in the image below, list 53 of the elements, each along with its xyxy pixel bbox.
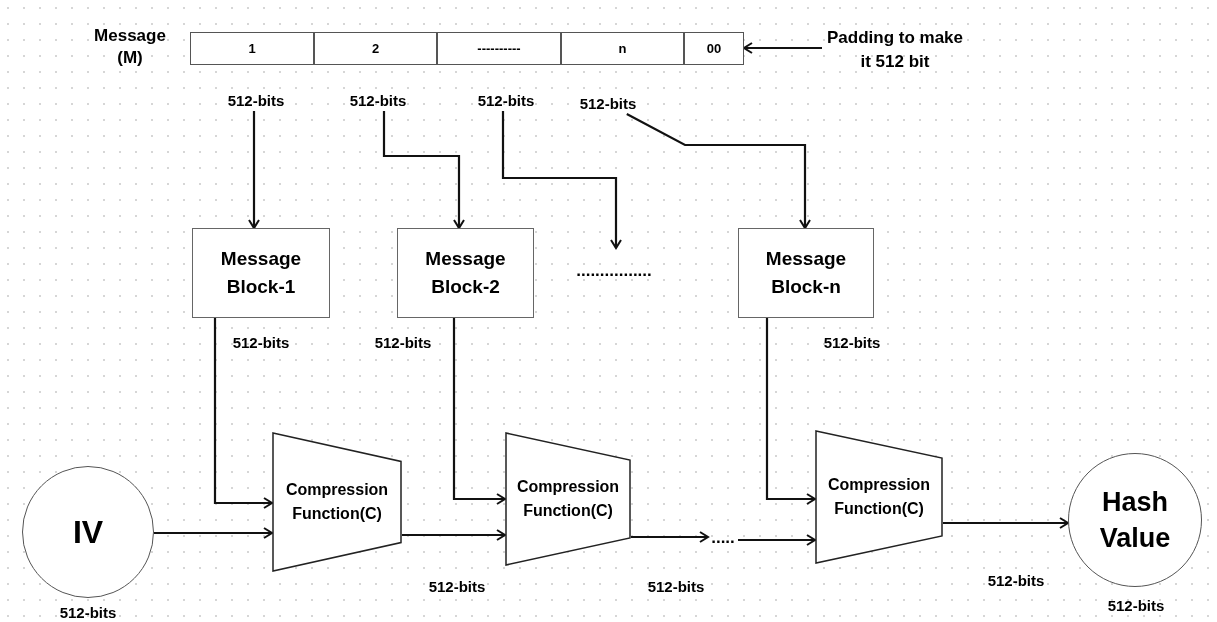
arrow [765, 318, 816, 505]
arrow [631, 531, 709, 543]
arrow [501, 111, 622, 249]
arrow [382, 111, 465, 229]
compression-trapezoid [815, 430, 943, 564]
node-text: 00 [706, 39, 722, 58]
node-text: Message Block-2 [424, 247, 507, 299]
message-cell [561, 32, 684, 65]
diagram-label: 512-bits [987, 571, 1045, 591]
node-text: Compression Function(C) [515, 477, 621, 521]
node-text: Message Block-n [764, 247, 848, 299]
annotation-text: Padding to make it 512 bit [822, 25, 968, 75]
arrow [154, 527, 273, 539]
arrow [402, 529, 506, 541]
message-block-box [192, 228, 330, 318]
arrow [626, 113, 811, 229]
diagram-label: 512-bits [428, 577, 486, 597]
node-text: n [618, 39, 627, 58]
node-text: Compression Function(C) [826, 475, 932, 519]
message-cell [314, 32, 437, 65]
bit-size-label: 512-bits [216, 91, 296, 111]
arrow [452, 318, 506, 505]
message-block-box [738, 228, 874, 318]
arrow [943, 517, 1069, 529]
node-text: IV [72, 513, 104, 552]
node-text: Compression Function(C) [284, 480, 390, 524]
arrow [743, 42, 822, 54]
diagram-label: ................ [576, 260, 652, 282]
bit-size-label: 512-bits [570, 94, 646, 114]
diagram-label: 512-bits [232, 333, 290, 353]
bit-size-label: 512-bits [466, 91, 546, 111]
diagram-label: Message (M) [93, 25, 167, 69]
diagram-label: 512-bits [374, 333, 432, 353]
node-text: Hash Value [1098, 486, 1172, 555]
node-text: ---------- [477, 39, 521, 58]
message-cell [437, 32, 561, 65]
diagram-label: 512-bits [823, 333, 881, 353]
node-text: 1 [248, 39, 256, 58]
bit-size-label: 512-bits [1107, 595, 1165, 616]
compression-trapezoid [272, 432, 402, 572]
bit-size-label: 512-bits [338, 91, 418, 111]
node-text: Message Block-1 [219, 247, 303, 299]
node-text: 2 [371, 39, 380, 58]
arrow [248, 111, 260, 229]
arrow [738, 534, 816, 546]
message-block-box [397, 228, 534, 318]
ellipsis-text: ..... [708, 528, 738, 548]
arrow [213, 318, 273, 509]
message-cell [190, 32, 314, 65]
message-cell [684, 32, 744, 65]
bit-size-label: 512-bits [59, 602, 117, 622]
compression-trapezoid [505, 432, 631, 566]
diagram-label: 512-bits [647, 577, 705, 597]
